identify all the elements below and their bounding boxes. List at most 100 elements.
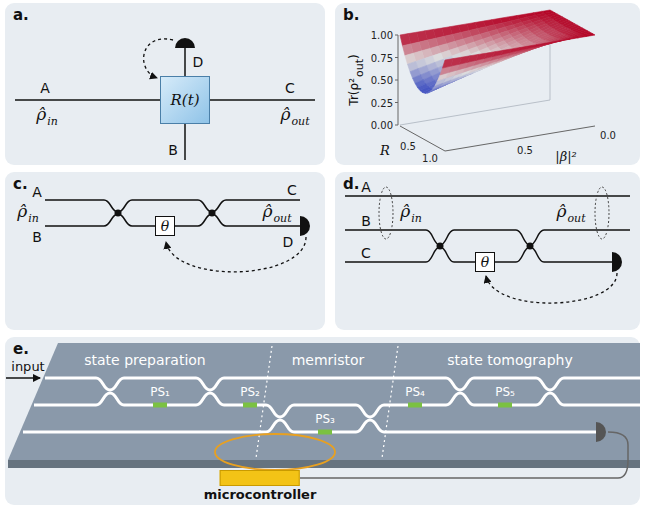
tick-label: 0.0 <box>600 130 616 141</box>
coupler-dot <box>209 210 216 217</box>
label-text: B <box>32 229 42 245</box>
feedback-arrow <box>144 39 173 78</box>
label-text: 0.50 <box>371 75 393 86</box>
phase-shifter-label: PS₂ <box>240 385 260 399</box>
label-text: ρ̂ <box>36 104 46 124</box>
port-label: C <box>361 245 371 261</box>
axis-ticks <box>395 35 398 125</box>
port-label: C <box>285 80 295 96</box>
label-text: input <box>11 359 44 374</box>
state-label: ρ̂in <box>36 104 58 128</box>
phase-shifter <box>408 403 422 408</box>
input-label: input <box>11 359 44 374</box>
label-text: A <box>40 80 50 96</box>
panel-label: e. <box>13 340 29 358</box>
phase-shifter <box>498 403 512 408</box>
panel-label: d. <box>343 175 359 193</box>
port-label: B <box>168 142 178 158</box>
label-text: D <box>193 54 204 70</box>
axis-title: R <box>380 143 390 158</box>
optical-element: R(t) <box>160 76 210 124</box>
phase-shifter-label: PS₁ <box>150 385 170 399</box>
tick-label: 1.00 <box>371 30 393 41</box>
phase-shifter <box>318 430 332 435</box>
detector-wire <box>300 432 628 478</box>
panel-ground <box>5 172 325 330</box>
label-text: 1.0 <box>422 153 438 164</box>
label-text: 1.00 <box>371 30 393 41</box>
state-label: ρ̂out <box>262 201 291 225</box>
optical-element: θ <box>475 252 495 272</box>
label-text: B <box>361 213 371 229</box>
panel-label: a. <box>13 6 29 24</box>
label-text: Tr(ρ² <box>347 78 361 106</box>
state-bracket <box>595 187 609 239</box>
controller-label: microcontroller <box>204 487 317 502</box>
tick-label: 0.5 <box>400 141 416 152</box>
panel: a. R(t) <box>5 3 325 165</box>
section-divider <box>256 346 272 458</box>
phase-shifter <box>153 403 167 408</box>
tick-label: 0.5 <box>517 145 533 156</box>
port-label: B <box>32 229 42 245</box>
panel-ground <box>335 172 640 330</box>
label-subscript: in <box>28 212 39 225</box>
port-label: A <box>32 184 42 200</box>
label-text: state preparation <box>84 352 205 368</box>
coupler-dot <box>115 210 122 217</box>
axis-line <box>400 100 550 125</box>
label-text: A <box>361 179 371 195</box>
tick-label: 1.0 <box>422 153 438 164</box>
axis-line <box>400 126 445 151</box>
label-text: D <box>283 234 294 250</box>
label-subscript: ) <box>347 54 361 59</box>
waveguide <box>34 393 640 417</box>
phase-shifter <box>243 403 257 408</box>
detector <box>175 38 195 48</box>
panel-label: c. <box>13 175 28 193</box>
element-label: R(t) <box>170 91 199 109</box>
panel-label: b. <box>343 6 359 24</box>
label-text: 0.5 <box>517 145 533 156</box>
label-text: 0.0 <box>600 130 616 141</box>
section-label: memristor <box>292 352 365 368</box>
label-text: A <box>32 184 42 200</box>
label-subscript: out <box>273 212 291 225</box>
phase-shifter-label: PS₃ <box>315 412 335 426</box>
input-arrow <box>6 377 40 379</box>
port-label: B <box>361 213 371 229</box>
feedback-arrow <box>486 273 617 303</box>
element-label: θ <box>481 254 489 270</box>
detector <box>300 216 310 236</box>
label-text: memristor <box>292 352 365 368</box>
coupler-dot <box>527 243 534 250</box>
panel: c.θ <box>5 172 325 330</box>
state-label: ρ̂out <box>280 104 309 128</box>
label-text: 0.25 <box>371 97 393 108</box>
waveguide <box>345 195 630 197</box>
label-text: 0.00 <box>371 120 393 131</box>
label-text: B <box>168 142 178 158</box>
port-label: D <box>193 54 204 70</box>
tick-label: 0.25 <box>371 97 393 108</box>
label-subscript: out <box>291 115 309 128</box>
label-subscript: out <box>353 59 366 77</box>
waveguide <box>45 200 300 212</box>
label-text: 0.5 <box>400 141 416 152</box>
purity-surface <box>400 10 595 93</box>
label-text: |β|² <box>555 149 577 164</box>
panel: d. θ <box>335 172 640 330</box>
label-text: ρ̂ <box>400 201 410 221</box>
controller-chip <box>220 470 300 486</box>
detector <box>596 422 606 442</box>
label-text: ρ̂ <box>17 201 27 221</box>
phase-shifter-label: PS₅ <box>495 385 515 399</box>
label-text: ρ̂ <box>556 201 566 221</box>
label-text: ρ̂ <box>262 201 272 221</box>
label-text: state tomography <box>447 352 572 368</box>
coupler-dot <box>437 243 444 250</box>
port-label: A <box>40 80 50 96</box>
label-text: C <box>361 245 371 261</box>
